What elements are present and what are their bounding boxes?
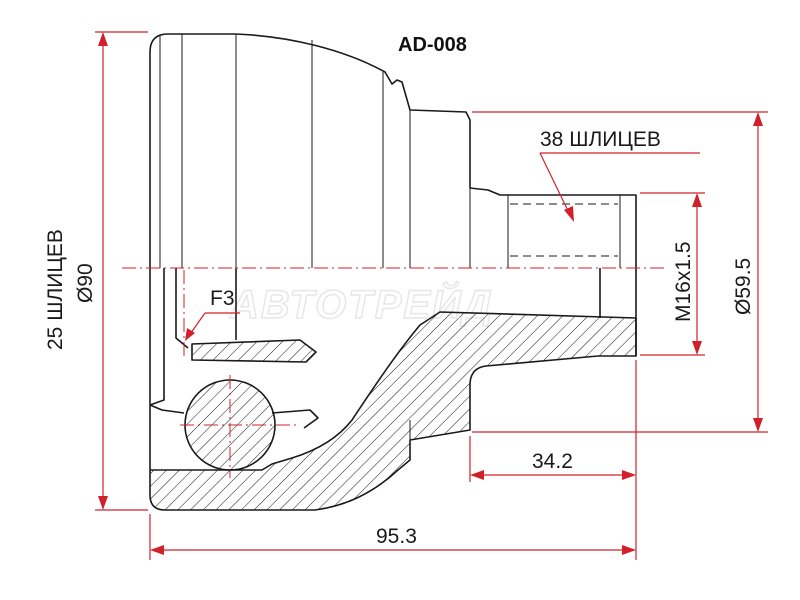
leader-outer-splines [539,152,700,222]
leader-chamfer [185,312,240,341]
part-number: AD-008 [398,34,467,56]
label-chamfer: F3 [210,287,235,310]
housing-upper-outline [149,33,637,268]
label-thread: M16x1.5 [672,241,695,322]
label-inner-splines: 25 ШЛИЦЕВ [44,229,67,350]
label-total-length: 95.3 [376,525,417,548]
label-housing-diameter: Ø90 [74,263,97,303]
dim-housing-diameter [95,31,148,511]
dim-thread [640,192,705,356]
label-shaft-diameter: Ø59.5 [732,258,755,315]
dim-shaft-diameter [472,111,768,433]
dim-shaft-length [469,436,636,482]
dim-total-length [149,360,637,560]
label-outer-splines: 38 ШЛИЦЕВ [540,128,661,151]
label-shaft-length: 34.2 [532,450,573,473]
